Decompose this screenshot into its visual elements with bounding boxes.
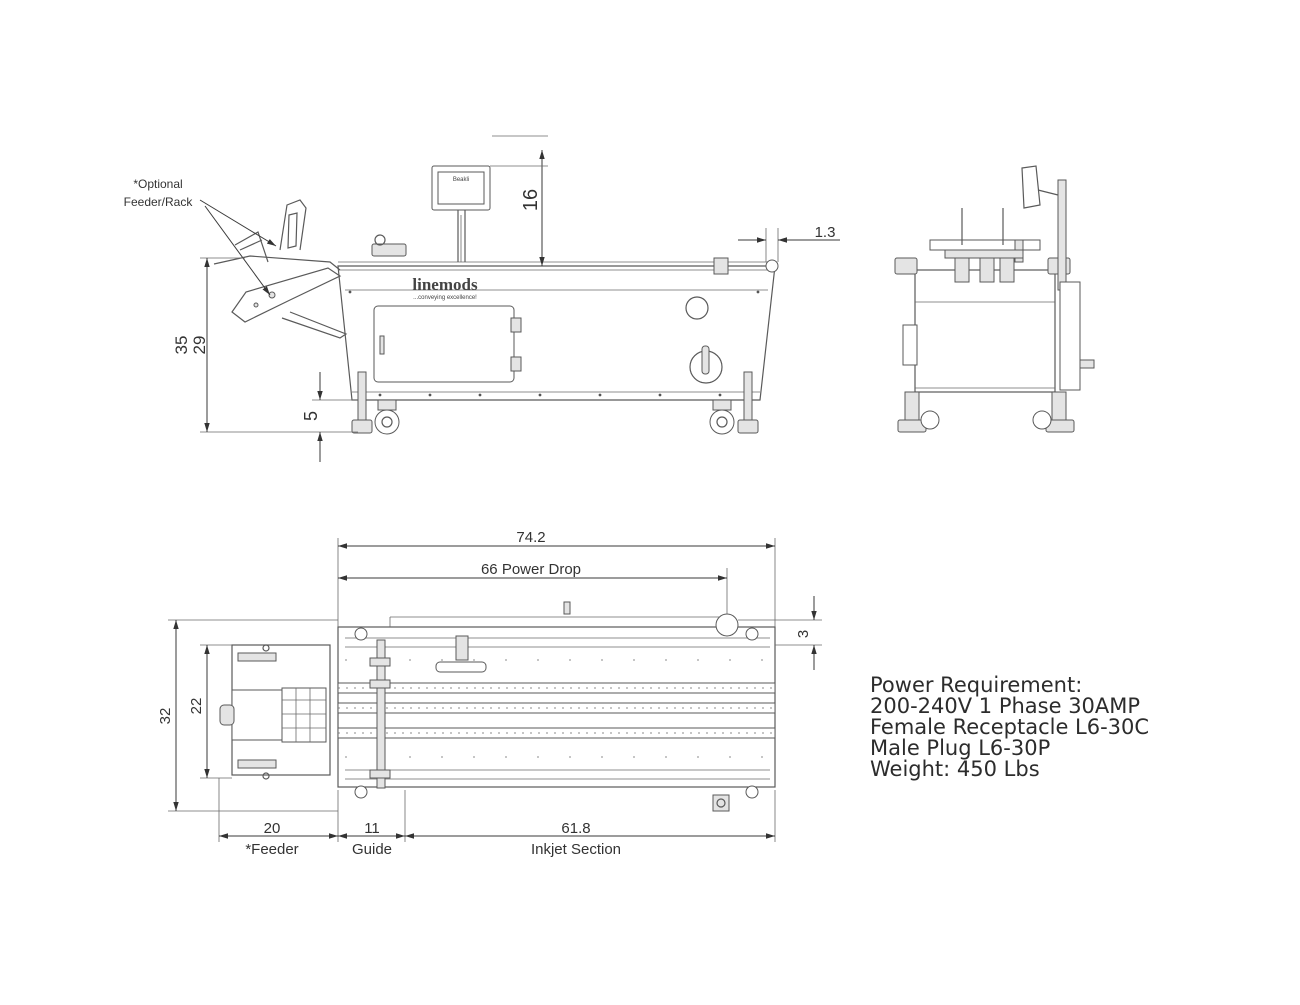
dim-feeder-length: 20 [264, 820, 281, 837]
dim-inkjet-length: 61.8 [561, 820, 590, 837]
dim-monitor-height: 16 [520, 189, 542, 211]
brand-logo: linemods [412, 275, 478, 294]
feeder-label: *Feeder [245, 841, 298, 858]
svg-text:Beakli: Beakli [453, 177, 469, 183]
dim-power-drop: 66 Power Drop [481, 561, 581, 578]
dim-bed-height: 29 [190, 336, 209, 355]
dim-overhang: 1.3 [815, 224, 836, 241]
dim-feeder-width: 22 [188, 698, 205, 715]
dim-overall-length: 74.2 [516, 529, 545, 546]
end-view [894, 165, 1095, 433]
optional-feeder-label-2: Feeder/Rack [124, 195, 194, 209]
feeder-top [219, 644, 331, 780]
specs-voltage: 200-240V 1 Phase 30AMP [870, 694, 1141, 718]
top-view: 74.2 66 Power Drop 3 32 22 20 *Feeder 11… [157, 529, 822, 858]
side-view: linemods ...conveying excellence! Beakli [124, 135, 840, 462]
specs-plug: Male Plug L6-30P [870, 736, 1051, 760]
optional-feeder-label: *Optional [133, 177, 182, 191]
cabinet-door [373, 305, 522, 383]
specs-title: Power Requirement: [870, 673, 1083, 697]
rivets [348, 290, 760, 397]
inkjet-label: Inkjet Section [531, 841, 621, 858]
specs-receptacle: Female Receptacle L6-30C [870, 715, 1150, 739]
casters [351, 371, 759, 435]
dim-offset: 3 [795, 630, 812, 638]
monitor: Beakli [431, 165, 491, 262]
optional-feeder [213, 199, 348, 339]
dim-overall-width: 32 [157, 708, 174, 725]
dim-ground-clearance: 5 [301, 411, 321, 421]
brand-tagline: ...conveying excellence! [413, 295, 477, 301]
guide-label: Guide [352, 841, 392, 858]
power-specs: Power Requirement: 200-240V 1 Phase 30AM… [870, 675, 1149, 780]
dim-total-height: 35 [172, 336, 191, 355]
conveyor-belts [337, 659, 776, 758]
specs-weight: Weight: 450 Lbs [870, 757, 1040, 781]
dim-guide-length: 11 [364, 820, 380, 837]
